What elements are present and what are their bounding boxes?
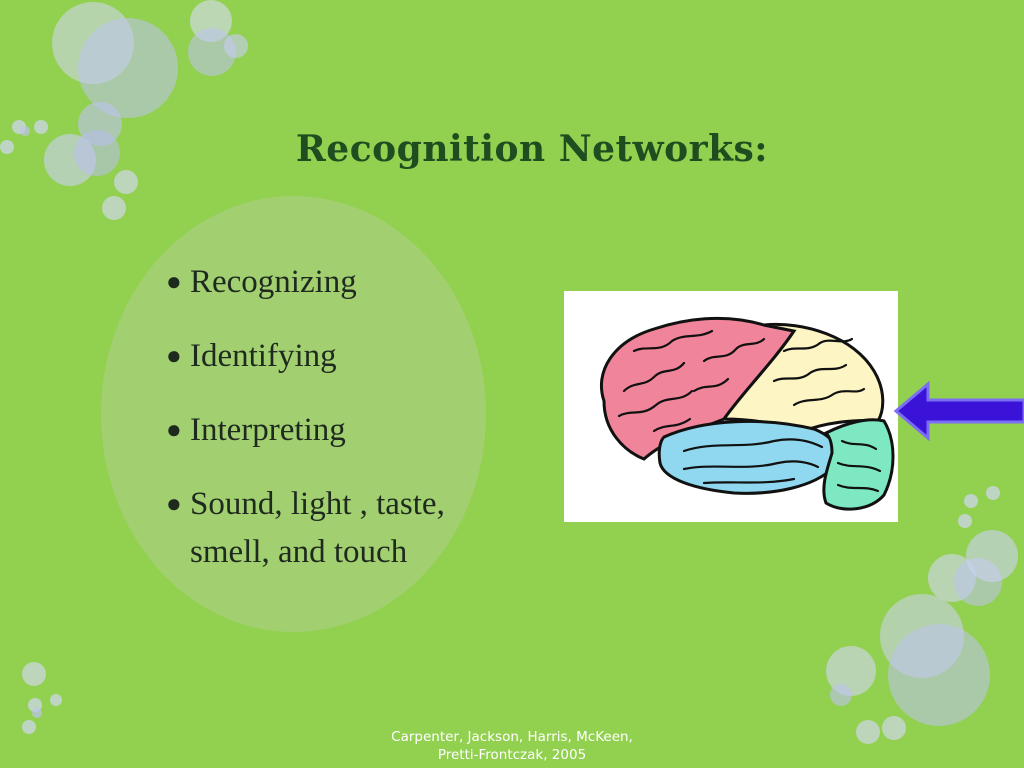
bullet-item: ● Recognizing (166, 258, 466, 306)
bullet-text: Recognizing (190, 264, 357, 300)
bullet-text: Identifying (190, 338, 337, 374)
citation-line-1: Carpenter, Jackson, Harris, McKeen, (391, 729, 633, 745)
bullet-item: ● Identifying (166, 332, 466, 380)
bullet-dot: ● (166, 341, 182, 370)
bullet-item: ● Interpreting (166, 406, 466, 454)
bullet-dot: ● (166, 415, 182, 444)
bullet-item: ● Sound, light , taste, smell, and touch (166, 480, 466, 576)
bullet-text: Sound, light , taste, smell, and touch (190, 486, 445, 570)
bullet-dot: ● (166, 267, 182, 296)
bullet-dot: ● (166, 489, 182, 518)
bullet-background-oval (101, 196, 486, 632)
citation-line-2: Pretti-Frontczak, 2005 (437, 747, 587, 763)
bullet-text: Interpreting (190, 412, 346, 448)
left-arrow-icon (893, 380, 1024, 442)
slide-title: Recognition Networks: (295, 128, 769, 171)
citation-footer: Carpenter, Jackson, Harris, McKeen, Pret… (340, 728, 684, 764)
brain-illustration (599, 316, 895, 511)
bullet-list: ● Recognizing ● Identifying ● Interpreti… (166, 258, 466, 602)
brain-image (564, 291, 898, 522)
